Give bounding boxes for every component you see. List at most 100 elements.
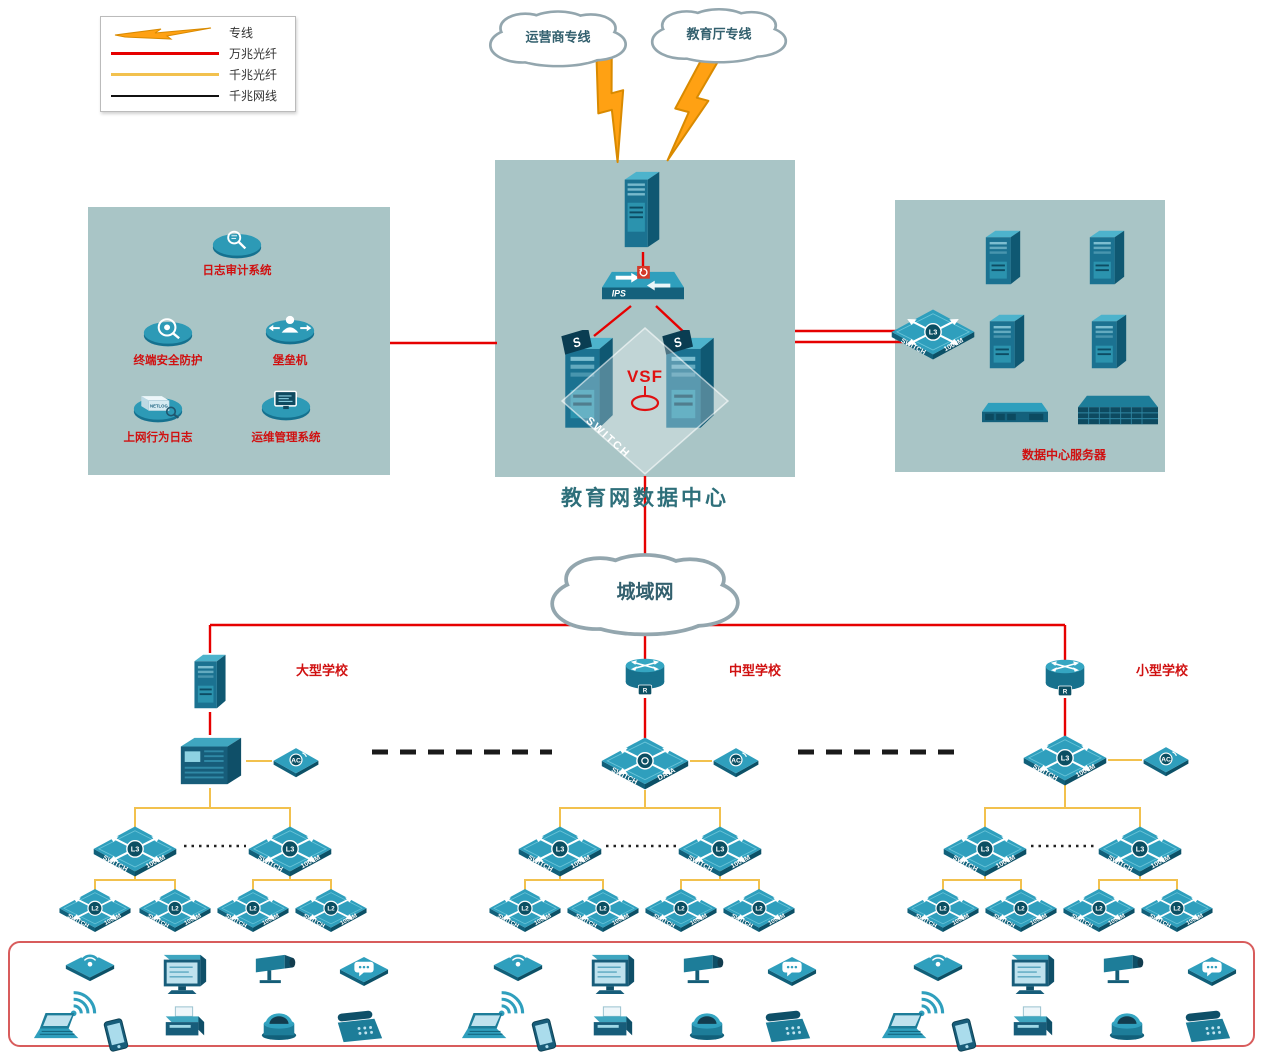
svg-text:L2: L2 — [521, 905, 529, 912]
cloud-shape — [538, 544, 752, 640]
printer-icon — [160, 1005, 208, 1043]
svg-text:L2: L2 — [1017, 905, 1025, 912]
svg-text:L2: L2 — [91, 905, 99, 912]
legend-label: 千兆网线 — [229, 89, 278, 103]
man-cloud: 城域网 — [538, 544, 752, 640]
ips-device-icon: IPS — [602, 264, 684, 311]
svg-text:L2: L2 — [939, 905, 947, 912]
desktop-icon — [1006, 951, 1058, 995]
terminal-security-icon — [142, 312, 194, 350]
ops-management-icon — [260, 386, 312, 424]
wlan-ap-icon — [912, 951, 964, 983]
legend-row: 千兆光纤 — [109, 66, 287, 83]
ip-camera-icon — [1100, 951, 1150, 986]
ip-camera-icon — [252, 951, 302, 986]
datacenter-server-icon — [1086, 226, 1128, 288]
svg-text:R: R — [643, 687, 648, 694]
large-school-label: 大型学校 — [295, 663, 349, 678]
chat-device-icon — [1186, 955, 1238, 988]
legend-label: 千兆光纤 — [229, 68, 278, 82]
laptop-icon — [880, 1011, 936, 1044]
svg-text:L2: L2 — [171, 905, 179, 912]
ops-management-label: 运维管理系统 — [251, 432, 321, 444]
svg-text:L2: L2 — [1173, 905, 1181, 912]
server-panel-label: 数据中心服务器 — [1021, 448, 1107, 462]
dome-camera-icon — [1106, 1001, 1148, 1041]
education-cloud-label: 教育厅专线 — [686, 26, 752, 42]
legend-row: 专线 — [109, 24, 287, 41]
legend-label: 专线 — [229, 26, 254, 40]
svg-text:L2: L2 — [249, 905, 257, 912]
ip-camera-icon — [680, 951, 730, 986]
dome-camera-icon — [258, 1001, 300, 1041]
svg-text:VSF: VSF — [627, 367, 663, 386]
bastion-host-icon — [264, 310, 316, 348]
svg-text:L3: L3 — [1061, 753, 1070, 762]
desktop-icon — [158, 951, 210, 995]
printer-icon — [588, 1005, 636, 1043]
large-school-gateway-icon — [175, 733, 245, 789]
svg-text:L3: L3 — [556, 844, 565, 853]
smartphone-icon — [96, 1017, 136, 1053]
telephone-icon — [760, 1009, 814, 1046]
netlog-icon: NETLOG — [132, 388, 184, 426]
datacenter-server-icon — [1088, 310, 1130, 372]
small-school-router-icon: R — [1042, 656, 1088, 698]
svg-text:L3: L3 — [286, 844, 295, 853]
yellow-fiber-line-icon — [109, 73, 221, 76]
legend-row: 万兆光纤 — [109, 45, 287, 62]
datacenter-server-icon — [982, 226, 1024, 288]
chat-device-icon — [766, 955, 818, 988]
telephone-icon — [1180, 1009, 1234, 1046]
medium-school-router-icon: R — [622, 655, 668, 697]
carrier-cloud-label: 运营商专线 — [525, 29, 591, 45]
svg-text:AC: AC — [1161, 756, 1171, 763]
large-school-ac-icon: AC — [272, 745, 320, 778]
wlan-ap-icon — [492, 951, 544, 983]
svg-text:IPS: IPS — [612, 288, 626, 298]
svg-text:L3: L3 — [1136, 844, 1145, 853]
svg-text:AC: AC — [291, 757, 301, 764]
man-cloud-label: 城域网 — [616, 582, 674, 604]
small-school-ac-icon: AC — [1142, 744, 1190, 777]
rack-server-icon — [982, 398, 1048, 427]
svg-text:L2: L2 — [599, 905, 607, 912]
svg-text:L2: L2 — [755, 905, 763, 912]
legend-label: 万兆光纤 — [229, 47, 278, 61]
datacenter-server-icon — [986, 310, 1028, 372]
medium-school-ac-icon: AC — [712, 745, 760, 778]
telephone-icon — [332, 1009, 386, 1046]
legend: 专线 万兆光纤 千兆光纤 千兆网线 — [100, 16, 296, 112]
svg-text:L2: L2 — [677, 905, 685, 912]
black-cable-line-icon — [109, 94, 221, 97]
netlog-label: 上网行为日志 — [123, 432, 193, 444]
small-school-label: 小型学校 — [1135, 663, 1189, 678]
smartphone-icon — [944, 1017, 984, 1053]
svg-text:L2: L2 — [1095, 905, 1103, 912]
log-audit-label: 日志审计系统 — [202, 265, 272, 277]
svg-text:L2: L2 — [327, 905, 335, 912]
education-cloud: 教育厅专线 — [642, 2, 796, 66]
svg-text:NETLOG: NETLOG — [150, 404, 168, 409]
dome-camera-icon — [686, 1001, 728, 1041]
bastion-host-label: 堡垒机 — [272, 355, 308, 367]
svg-text:L3: L3 — [716, 844, 725, 853]
carrier-cloud: 运营商专线 — [480, 4, 636, 70]
datacenter-title: 教育网数据中心 — [561, 487, 729, 510]
